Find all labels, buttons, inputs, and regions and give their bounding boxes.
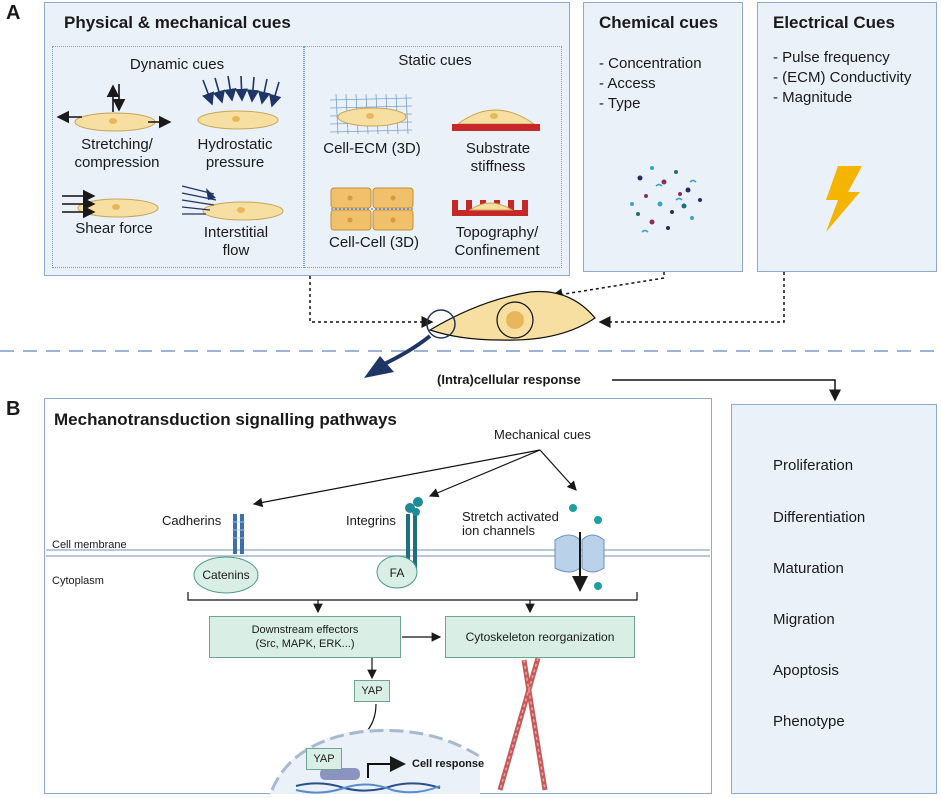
yap-cytoplasm-box: YAP xyxy=(354,680,390,702)
cell-ecm-icon xyxy=(329,93,413,135)
cytoskeleton-icon xyxy=(497,657,548,791)
cytoskeleton-box: Cytoskeleton reorganization xyxy=(445,616,635,658)
response-panel xyxy=(731,404,937,794)
fa-label: FA xyxy=(389,566,405,580)
response-maturation: Maturation xyxy=(773,560,844,577)
ion-channel-icon xyxy=(554,504,605,592)
cytoplasm-label: Cytoplasm xyxy=(52,575,104,587)
substrate-label: Substrate stiffness xyxy=(465,140,531,175)
chemical-item: - Concentration xyxy=(599,55,702,72)
cadherins-label: Cadherins xyxy=(162,513,222,528)
cell-cell-icon xyxy=(330,187,414,231)
catenins-label: Catenins xyxy=(202,568,250,582)
chemical-cues-panel xyxy=(583,2,743,272)
shear-force-label: Shear force xyxy=(75,220,153,237)
physical-cues-title: Physical & mechanical cues xyxy=(64,13,291,32)
dynamic-cues-title: Dynamic cues xyxy=(129,56,225,73)
molecules-icon xyxy=(630,166,702,233)
response-proliferation: Proliferation xyxy=(773,457,854,474)
static-cues-title: Static cues xyxy=(398,52,472,69)
response-apoptosis: Apoptosis xyxy=(773,662,839,679)
mechanotransduction-title: Mechanotransduction signalling pathways xyxy=(54,410,397,429)
yap-nucleus-box: YAP xyxy=(306,748,342,770)
hydrostatic-cell-icon xyxy=(197,75,282,130)
chemical-item: - Type xyxy=(599,95,641,112)
cell-membrane-label: Cell membrane xyxy=(52,539,127,551)
response-differentiation: Differentiation xyxy=(773,509,866,526)
chemical-cues-title: Chemical cues xyxy=(599,13,719,32)
stretch-channels-label: Stretch activated ion channels xyxy=(462,509,559,538)
chemical-item: - Access xyxy=(599,75,656,92)
electrical-item: - Pulse frequency xyxy=(773,49,890,66)
electrical-item: - (ECM) Conductivity xyxy=(773,69,912,86)
dynamic-cues-box xyxy=(52,46,304,268)
mechanical-cues-label: Mechanical cues xyxy=(494,427,591,442)
electrical-item: - Magnitude xyxy=(773,89,853,106)
topography-label: Topography/ Confinement xyxy=(454,224,540,259)
intracellular-response-label: (Intra)cellular response xyxy=(433,372,585,387)
mechanotransduction-panel xyxy=(44,398,712,794)
electrical-cues-list: - Pulse frequency - (ECM) Conductivity -… xyxy=(773,48,911,108)
integrin-icon xyxy=(405,497,423,568)
lightning-icon xyxy=(826,166,862,232)
integrins-label: Integrins xyxy=(346,513,396,528)
response-migration: Migration xyxy=(773,611,835,628)
static-cues-box xyxy=(304,46,562,268)
response-phenotype: Phenotype xyxy=(773,713,845,730)
interstitial-flow-label: Interstitial flow xyxy=(203,224,269,259)
stretching-cell-icon xyxy=(56,84,172,132)
hydrostatic-label: Hydrostatic pressure xyxy=(197,136,273,171)
interstitial-cell-icon xyxy=(181,185,284,221)
substrate-stiffness-icon xyxy=(452,109,540,131)
shear-cell-icon xyxy=(62,189,159,219)
electrical-cues-panel xyxy=(757,2,937,272)
cell-ecm-label: Cell-ECM (3D) xyxy=(323,140,421,157)
topography-icon xyxy=(452,200,528,216)
cell-cell-label: Cell-Cell (3D) xyxy=(328,234,419,251)
chemical-cues-list: - Concentration - Access - Type xyxy=(599,54,702,114)
panel-a-letter: A xyxy=(6,2,21,24)
stretching-label: Stretching/ compression xyxy=(74,136,160,171)
physical-cues-panel xyxy=(44,2,570,276)
central-cell-icon xyxy=(426,290,596,341)
cell-response-label: Cell response xyxy=(412,758,485,770)
electrical-cues-title: Electrical Cues xyxy=(773,13,895,32)
downstream-effectors-box: Downstream effectors (Src, MAPK, ERK...) xyxy=(209,616,401,658)
cadherin-icon xyxy=(232,514,245,554)
panel-b-letter: B xyxy=(6,398,21,420)
